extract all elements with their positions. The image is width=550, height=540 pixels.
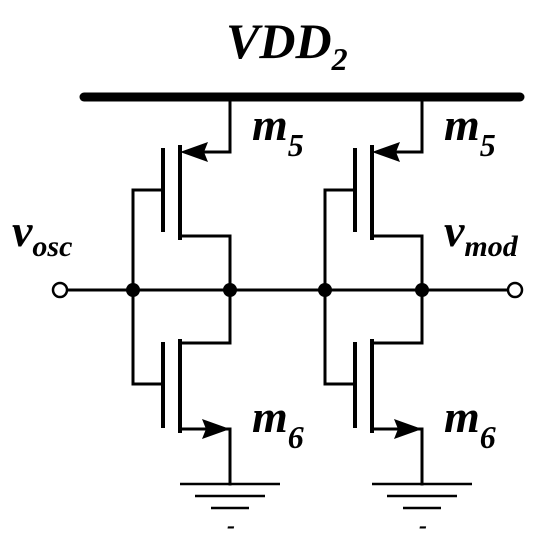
right-ground-symbol: - bbox=[372, 482, 472, 539]
output-terminal bbox=[506, 281, 524, 299]
output-label: vmod bbox=[444, 205, 519, 263]
right-nmos-transistor bbox=[323, 339, 424, 486]
left-pmos-label: m5 bbox=[252, 99, 304, 163]
right-nmos-label: m6 bbox=[444, 391, 496, 455]
junction-dot bbox=[126, 283, 140, 297]
left-nmos-transistor bbox=[131, 339, 232, 486]
right-pmos-label: m5 bbox=[444, 99, 496, 163]
pmos-arrow-icon bbox=[180, 142, 208, 162]
nmos-arrow-icon bbox=[202, 419, 230, 439]
junction-dot bbox=[318, 283, 332, 297]
input-label: vosc bbox=[12, 205, 72, 263]
input-terminal bbox=[51, 281, 69, 299]
junction-dot bbox=[415, 283, 429, 297]
right-inverter: - bbox=[323, 95, 472, 539]
left-ground-symbol: - bbox=[180, 482, 280, 539]
left-inverter: - bbox=[131, 95, 280, 539]
right-pmos-transistor bbox=[323, 95, 424, 240]
left-pmos-transistor bbox=[131, 95, 232, 240]
pmos-arrow-icon bbox=[372, 142, 400, 162]
junction-dot bbox=[223, 283, 237, 297]
left-ground-mark: - bbox=[227, 513, 235, 539]
right-ground-mark: - bbox=[419, 513, 427, 539]
left-nmos-label: m6 bbox=[252, 391, 304, 455]
vdd-label: VDD2 bbox=[226, 13, 348, 77]
nmos-arrow-icon bbox=[394, 419, 422, 439]
